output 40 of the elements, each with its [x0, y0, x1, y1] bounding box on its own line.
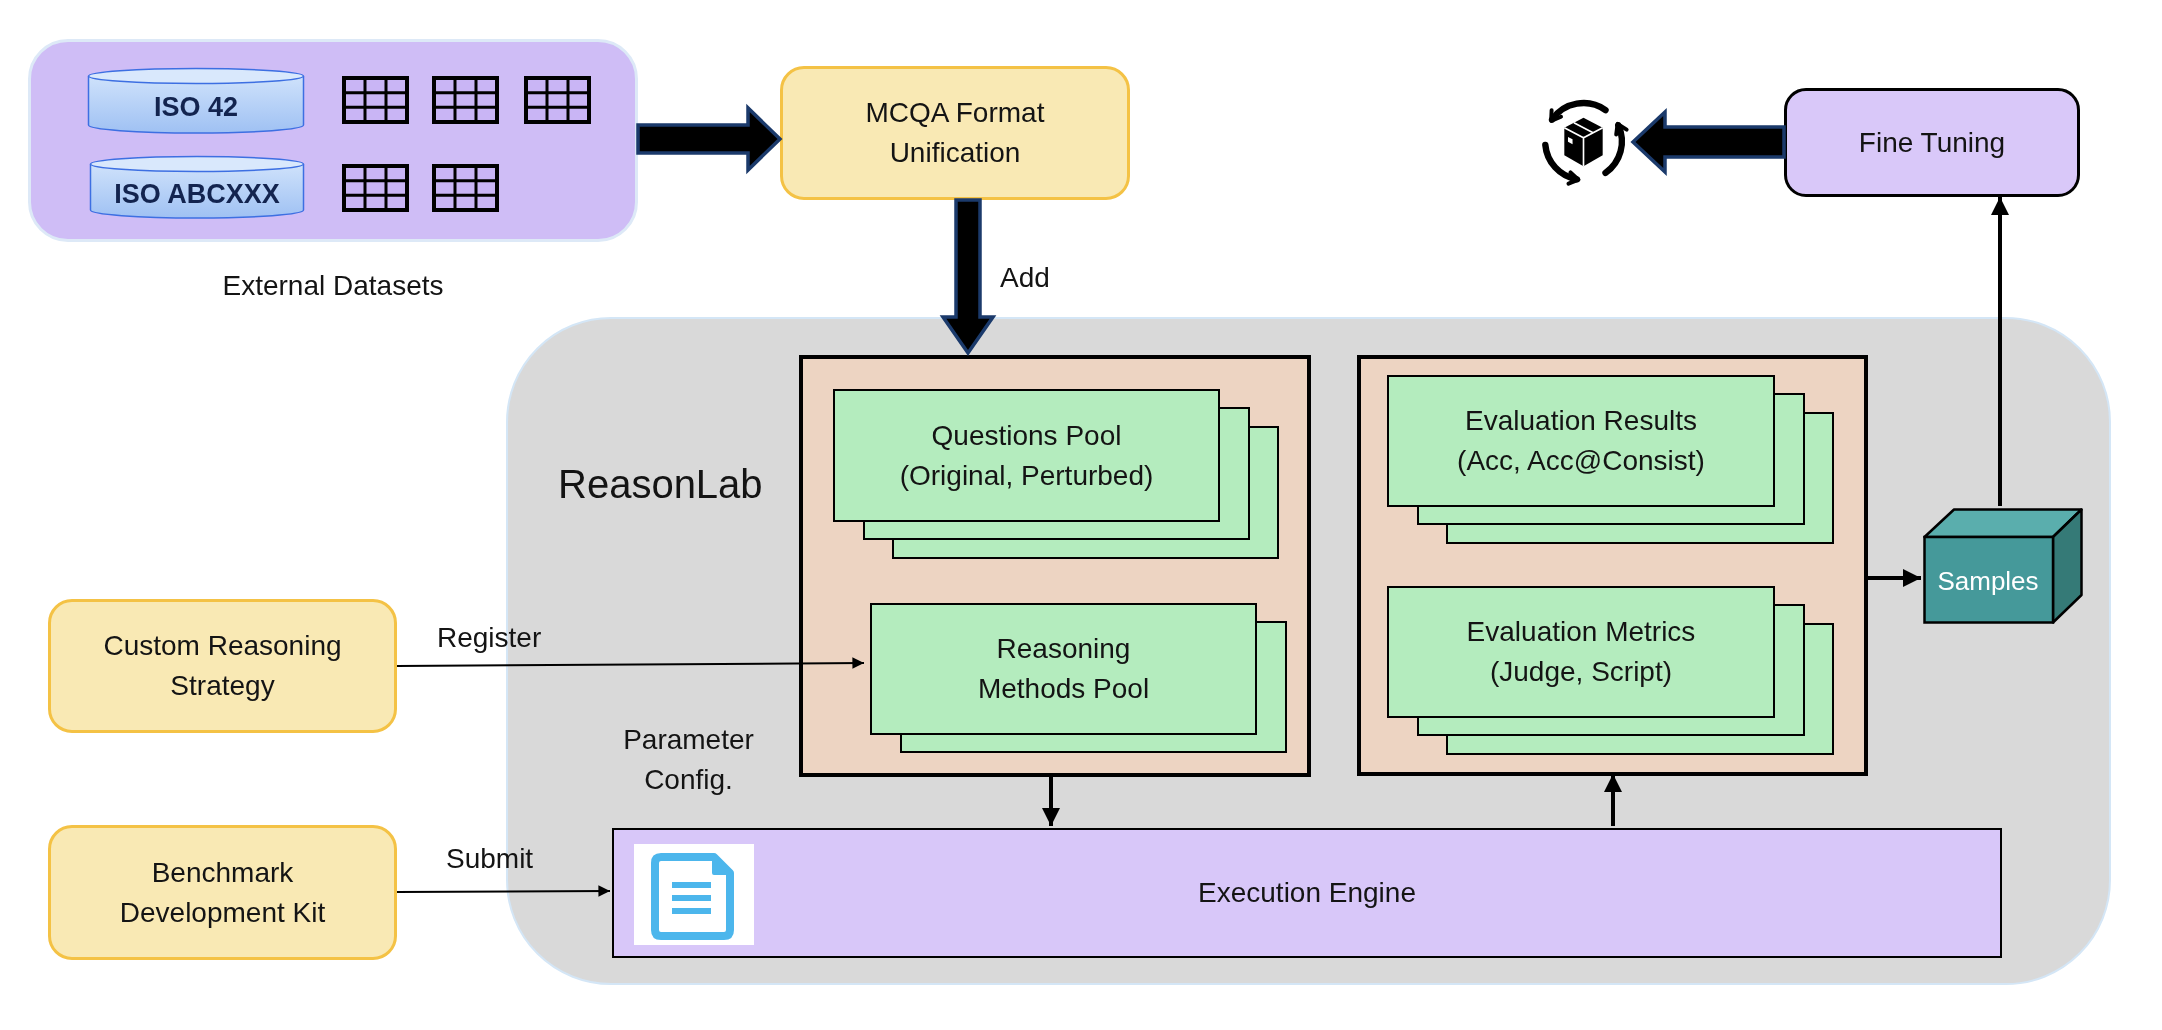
- container-box: [799, 355, 1311, 777]
- panel-caption: External Datasets: [222, 269, 444, 303]
- block-arrow: [1630, 107, 1786, 177]
- region-title: ReasonLab: [558, 461, 763, 507]
- engine-bar: [612, 828, 2002, 958]
- card-label: Evaluation Results (Acc, Acc@Consist): [1456, 404, 1706, 478]
- pool-card: [1387, 586, 1775, 718]
- box-label: MCQA Format Unification: [864, 96, 1046, 170]
- arrow: [396, 885, 611, 897]
- pool-card: [1387, 375, 1775, 507]
- database-cylinder: [89, 155, 305, 220]
- pool-card: [833, 389, 1220, 522]
- edge-label: Register: [437, 621, 542, 655]
- process-box: [780, 66, 1130, 200]
- block-arrow: [636, 103, 783, 175]
- box-label: Execution Engine: [1198, 876, 1416, 910]
- block-arrow: [939, 198, 997, 357]
- edge-label: Add: [1000, 261, 1050, 295]
- card-label: Reasoning Methods Pool: [976, 632, 1151, 706]
- card-label: Evaluation Metrics (Judge, Script): [1465, 615, 1697, 689]
- edge-label: Submit: [446, 842, 534, 876]
- box-label: Custom Reasoning Strategy: [102, 629, 343, 703]
- pool-card: [870, 603, 1257, 735]
- process-box: [48, 599, 397, 733]
- database-cylinder: [87, 67, 305, 135]
- note-label: Parameter Config.: [622, 723, 755, 797]
- box-label: Fine Tuning: [1858, 125, 2006, 160]
- cylinder-label: ISO 42: [153, 91, 238, 123]
- process-box: [1784, 88, 2080, 197]
- card-label: Questions Pool (Original, Perturbed): [898, 418, 1155, 493]
- arrow: [396, 657, 865, 669]
- box-label: Benchmark Development Kit: [118, 855, 327, 930]
- arrow: [1041, 775, 1061, 826]
- cube-label: Samples: [1937, 564, 2039, 597]
- process-box: [48, 825, 397, 960]
- container-box: [1357, 355, 1868, 776]
- arrow: [1866, 568, 1921, 588]
- arrow: [1603, 774, 1623, 826]
- arrow: [1990, 197, 2010, 506]
- cylinder-label: ISO ABCXXX: [114, 177, 280, 210]
